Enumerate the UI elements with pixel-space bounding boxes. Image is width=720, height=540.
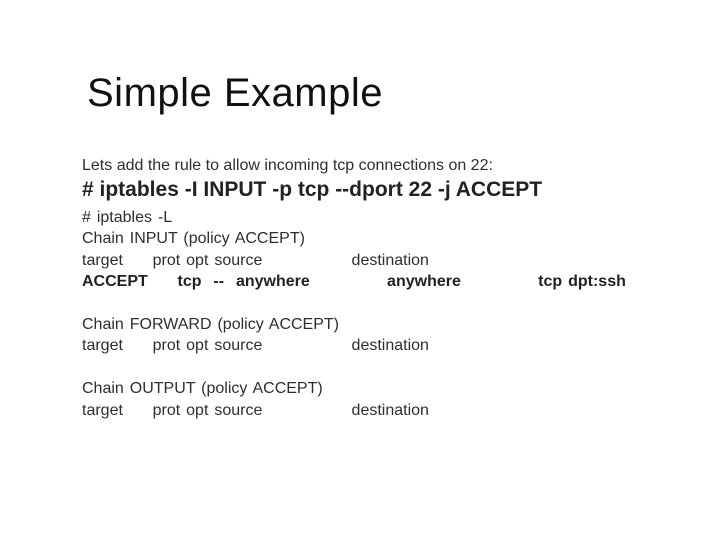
intro-text: Lets add the rule to allow incoming tcp … bbox=[82, 157, 493, 174]
console-line: Chain INPUT (policy ACCEPT) bbox=[82, 230, 305, 248]
console-line bbox=[82, 293, 626, 314]
console-line: ACCEPT tcp -- anywhere anywhere tcp dpt:… bbox=[82, 273, 626, 291]
console-line: target prot opt source destination bbox=[82, 401, 429, 419]
slide-title: Simple Example bbox=[87, 71, 384, 115]
console-line: Chain FORWARD (policy ACCEPT) bbox=[82, 316, 339, 334]
console-line: target prot opt source destination bbox=[82, 337, 429, 355]
iptables-list-output: # iptables -L Chain INPUT (policy ACCEPT)… bbox=[82, 207, 626, 421]
iptables-add-rule-command: # iptables -I INPUT -p tcp --dport 22 -j… bbox=[82, 178, 543, 201]
console-line: # iptables -L bbox=[82, 209, 173, 226]
console-line: target prot opt source destination bbox=[82, 251, 429, 269]
console-line bbox=[82, 357, 626, 378]
console-line: Chain OUTPUT (policy ACCEPT) bbox=[82, 380, 323, 398]
